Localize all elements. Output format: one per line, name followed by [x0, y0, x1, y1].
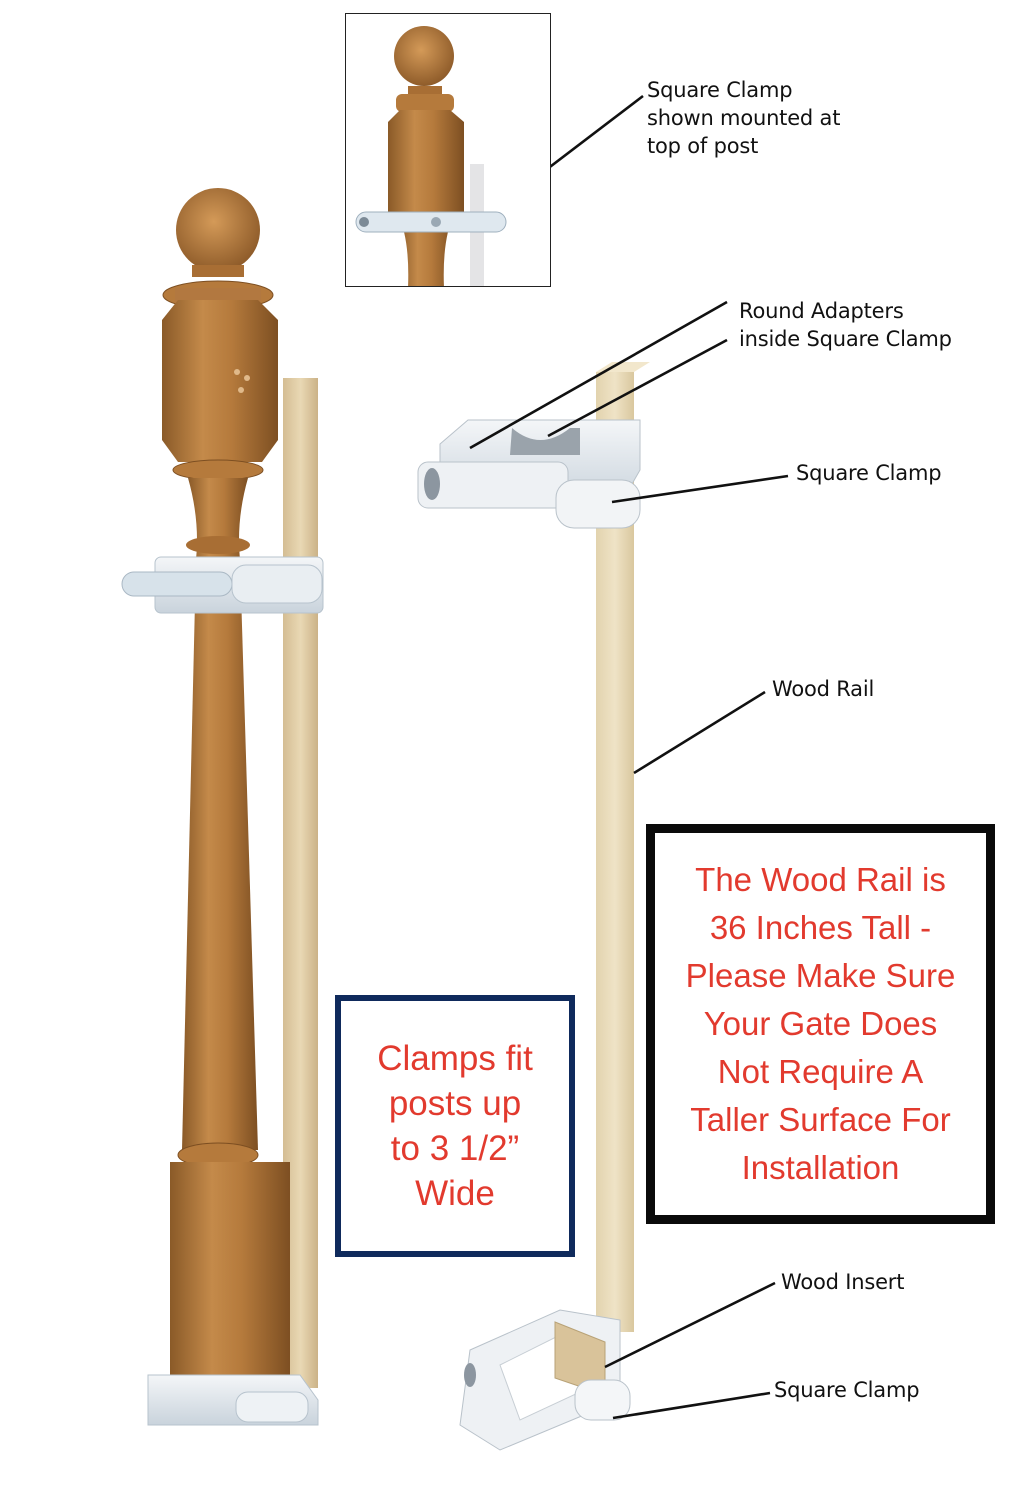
note-line: to 3 1/2” [390, 1129, 520, 1168]
note-line: Please Make Sure [685, 957, 956, 994]
callout-line: inside Square Clamp [739, 327, 952, 351]
callout-line: top of post [647, 134, 759, 158]
note-line: Your Gate Does [703, 1005, 938, 1042]
wood-insert [554, 1321, 606, 1396]
note-line: Installation [741, 1149, 900, 1186]
callout-wood-insert: Wood Insert [781, 1268, 904, 1296]
callout-line: Square Clamp [796, 461, 942, 485]
callout-inset-square-clamp: Square Clamp shown mounted at top of pos… [647, 76, 840, 160]
post-upper-block [162, 300, 278, 462]
callout-line: Wood Rail [772, 677, 875, 701]
left-wood-rail [283, 378, 318, 1388]
post-ball-finial [176, 188, 260, 272]
note-line: Not Require A [717, 1053, 924, 1090]
note-line: Wide [415, 1174, 495, 1213]
callout-line: Round Adapters [739, 299, 904, 323]
inset-post-illustration [355, 26, 507, 286]
callout-top-square-clamp: Square Clamp [796, 459, 942, 487]
left-post-mid-clamp [121, 556, 324, 614]
post-bottom-block [170, 1162, 290, 1390]
note-clamps-fit-text: Clamps fit posts up to 3 1/2” Wide [377, 1036, 533, 1216]
callout-line: Square Clamp [774, 1378, 920, 1402]
note-line: The Wood Rail is [695, 861, 946, 898]
inset-photo-top-mount [345, 13, 551, 287]
top-square-clamp [417, 419, 641, 529]
callout-line: Wood Insert [781, 1270, 905, 1294]
callout-line: shown mounted at [647, 106, 841, 130]
callout-line: Square Clamp [647, 78, 793, 102]
note-rail-height: The Wood Rail is 36 Inches Tall - Please… [646, 824, 995, 1224]
note-rail-height-text: The Wood Rail is 36 Inches Tall - Please… [686, 856, 956, 1192]
note-line: 36 Inches Tall - [709, 909, 932, 946]
bottom-square-clamp [459, 1309, 631, 1451]
note-line: posts up [388, 1084, 522, 1123]
left-post-bottom-clamp [147, 1374, 319, 1426]
callout-bottom-square-clamp: Square Clamp [774, 1376, 920, 1404]
note-clamps-fit: Clamps fit posts up to 3 1/2” Wide [335, 995, 575, 1257]
post-shaft [182, 560, 258, 1150]
callout-wood-rail: Wood Rail [772, 675, 874, 703]
note-line: Clamps fit [377, 1039, 533, 1078]
right-wood-rail [596, 372, 634, 1332]
callout-round-adapters: Round Adapters inside Square Clamp [739, 297, 952, 353]
note-line: Taller Surface For [690, 1101, 951, 1138]
